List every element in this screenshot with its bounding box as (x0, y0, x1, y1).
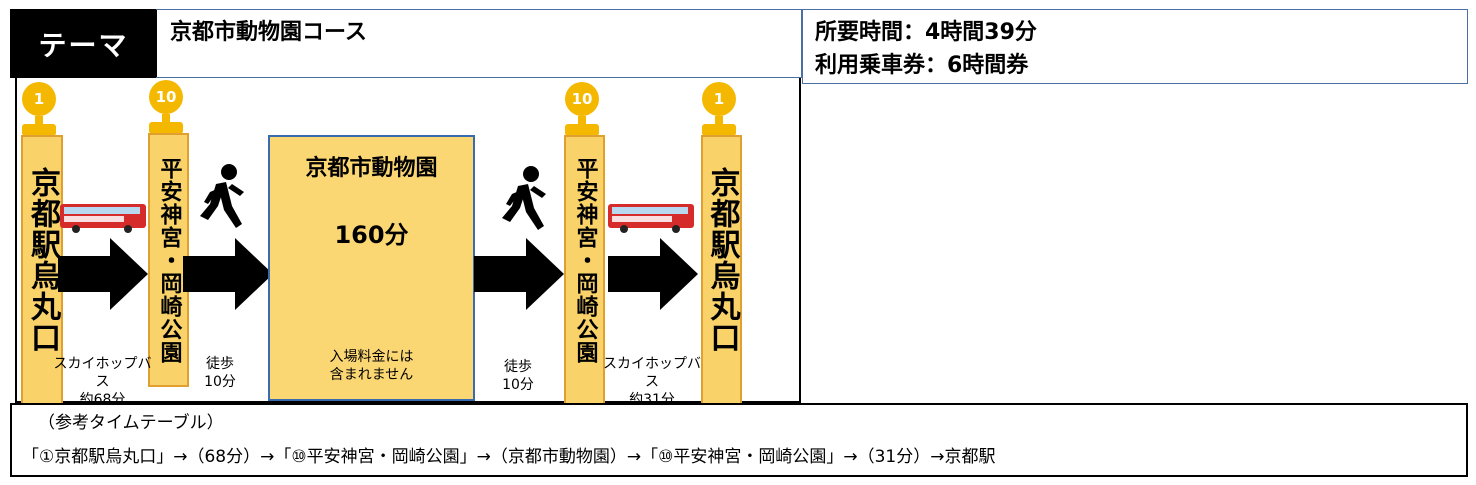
timetable-label: （参考タイムテーブル） (38, 413, 224, 433)
arrow-right-icon (608, 238, 698, 310)
zoo-note-line2: 含まれません (329, 367, 414, 383)
bus-icon (608, 204, 694, 233)
arrow-right-icon (183, 238, 273, 310)
stop-pole: 平安神宮・岡崎公園 (564, 135, 605, 405)
post-cap (22, 124, 56, 136)
stop-number-badge: 10 (149, 80, 183, 114)
route-diagram-frame (15, 78, 801, 403)
post-stem (715, 116, 723, 130)
stop-name: 平安神宮・岡崎公園 (572, 157, 598, 364)
zoo-note-line1: 入場料金には (329, 349, 414, 365)
course-title: 京都市動物園コース (170, 20, 367, 45)
info-box (802, 9, 1468, 84)
theme-label: テーマ (10, 9, 157, 78)
bus-icon (60, 204, 146, 233)
zoo-note: 入場料金には 含まれません (268, 348, 475, 384)
zoo-box (268, 135, 475, 401)
ticket-text: 利用乗車券：6時間券 (815, 53, 1029, 78)
post-cap (149, 122, 183, 134)
arrow-right-icon (474, 238, 564, 310)
post-stem (35, 116, 43, 130)
zoo-name: 京都市動物園 (305, 156, 438, 181)
post-cap (565, 124, 599, 136)
stop-name: 平安神宮・岡崎公園 (156, 157, 182, 364)
leg-time: 10分 (502, 377, 534, 393)
leg-mode: スカイホップバス (53, 356, 152, 390)
timetable-route: 「①京都駅烏丸口」→（68分）→「⑩平安神宮・岡崎公園」→（京都市動物園）→「⑩… (22, 447, 996, 467)
stop-name: 京都駅烏丸口 (704, 167, 740, 353)
stop-number-badge: 10 (565, 82, 599, 116)
stop-name: 京都駅烏丸口 (25, 167, 60, 353)
arrow-right-icon (58, 238, 148, 310)
post-cap (702, 124, 736, 136)
zoo-time: 160分 (334, 221, 409, 249)
duration-text: 所要時間：4時間39分 (815, 20, 1037, 45)
leg-time: 10分 (204, 374, 236, 390)
walker-icon (502, 166, 546, 230)
leg-mode: スカイホップバス (603, 356, 701, 390)
stop-pole: 京都駅烏丸口 (701, 135, 742, 405)
leg-label: スカイホップバス 約68分 (50, 355, 155, 409)
post-stem (578, 116, 586, 130)
leg-label: 徒歩 10分 (488, 358, 548, 394)
stop-number-badge: 1 (22, 82, 56, 116)
stop-number-badge: 1 (702, 82, 736, 116)
title-box (156, 9, 802, 78)
post-stem (162, 114, 170, 128)
leg-label: スカイホップバス 約31分 (598, 355, 706, 409)
leg-mode: 徒歩 (504, 359, 532, 375)
timetable-box (10, 403, 1468, 477)
leg-label: 徒歩 10分 (190, 355, 250, 391)
walker-icon (200, 164, 244, 228)
leg-mode: 徒歩 (206, 356, 234, 372)
